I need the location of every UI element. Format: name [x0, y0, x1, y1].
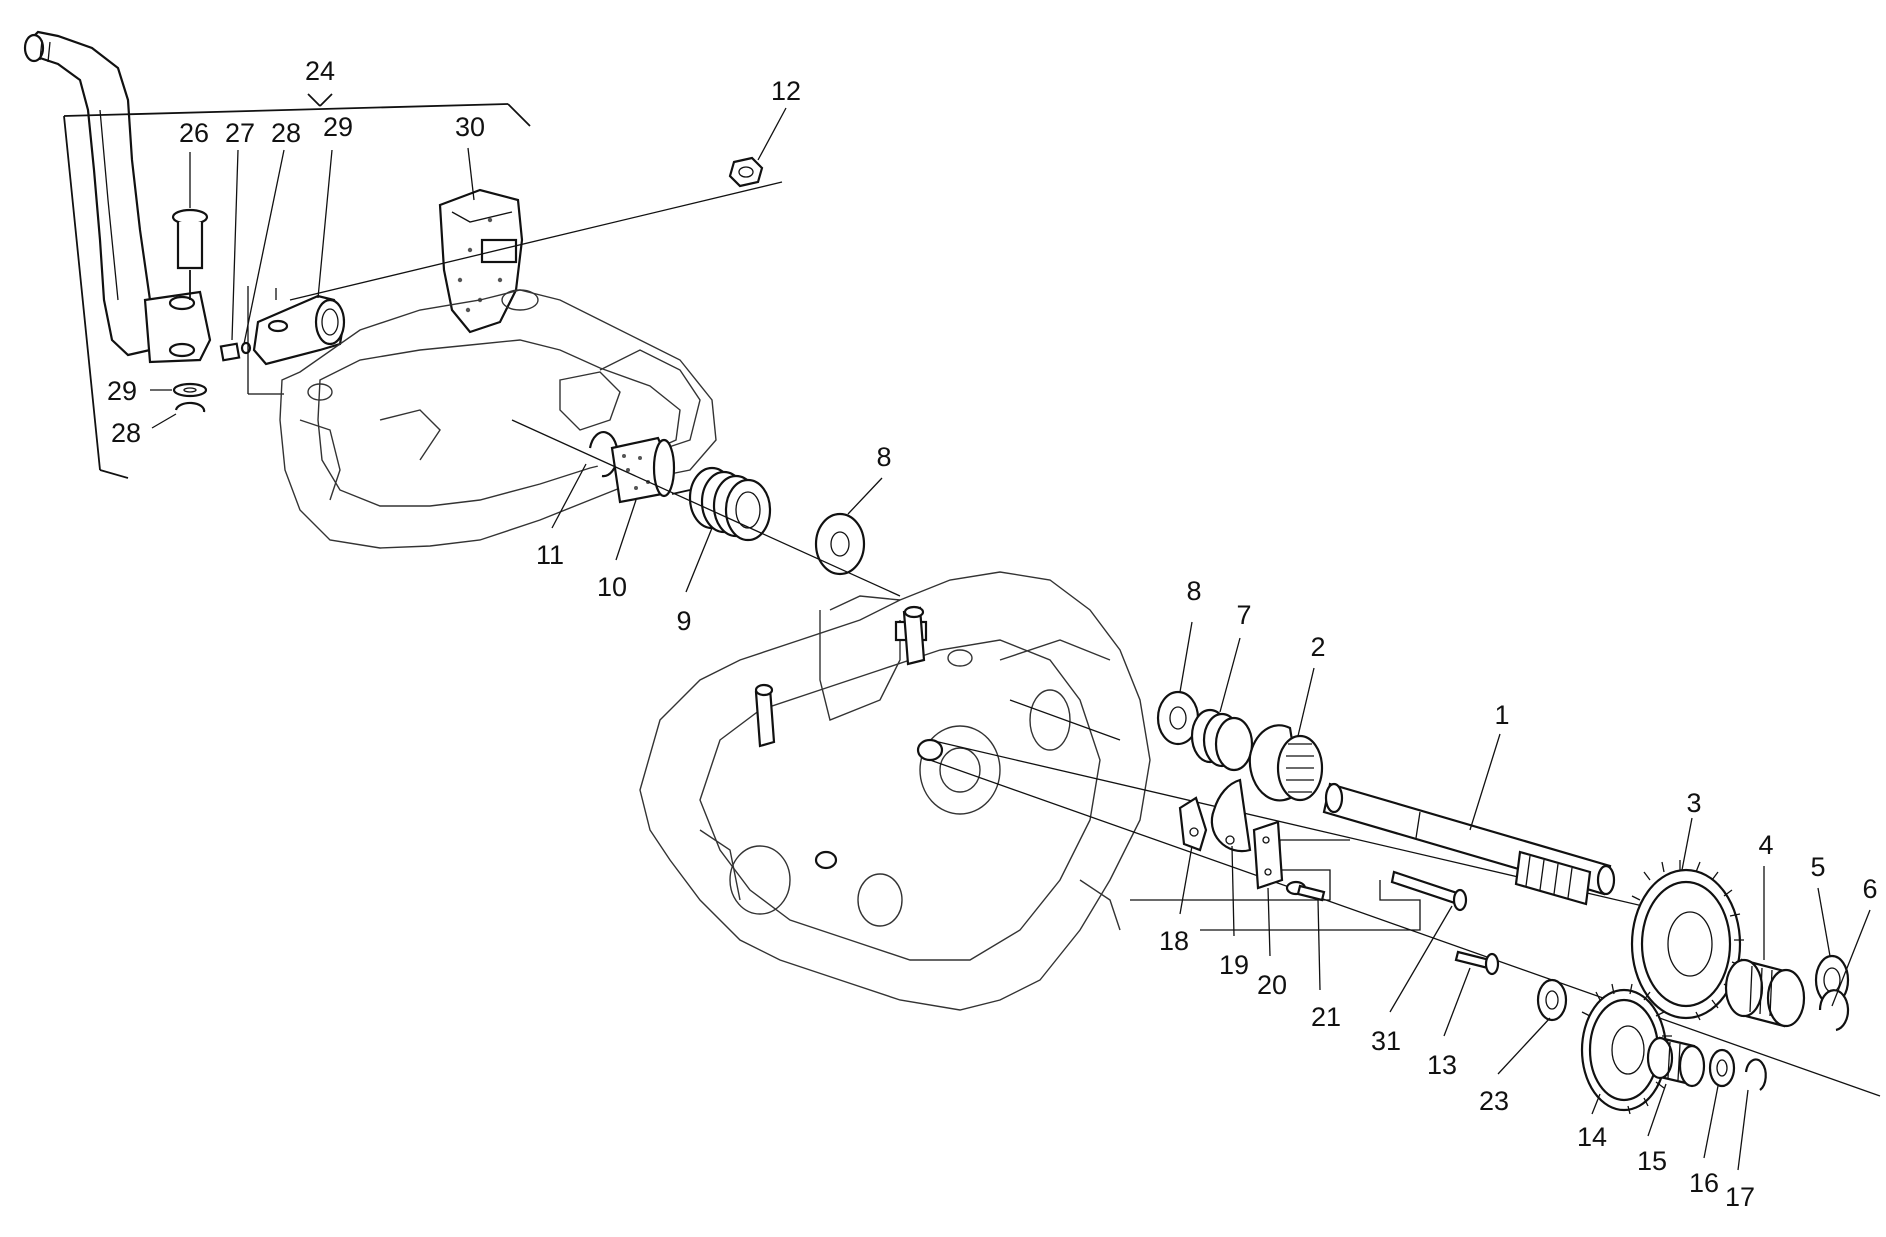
callout-8-upper: 8	[876, 442, 891, 472]
bolt-21	[1285, 880, 1326, 902]
gear-14	[1580, 983, 1673, 1115]
right-crankcase	[639, 571, 1151, 1011]
callout-20: 20	[1257, 970, 1287, 1000]
callout-5: 5	[1810, 852, 1825, 882]
axis-line-spring	[511, 419, 901, 597]
spring-7	[1190, 708, 1254, 772]
leader-lines	[150, 107, 1871, 1171]
circlip-17	[1744, 1058, 1767, 1091]
kick-lever	[23, 30, 212, 364]
callout-27: 26	[179, 118, 209, 148]
callout-30: 30	[455, 112, 485, 142]
needle-bearing-15	[1646, 1036, 1706, 1088]
washer-16	[1708, 1048, 1736, 1088]
callout-labels: 24 26 27 28 29 30 12 29 28 11 10 9 8 8 7…	[107, 56, 1878, 1212]
short-bolt-13	[1454, 950, 1500, 976]
axis-line-upper	[289, 181, 783, 301]
callout-12: 12	[771, 76, 801, 106]
plate-19	[1210, 778, 1252, 853]
callout-26: 27	[225, 118, 255, 148]
axis-line-shaft	[1009, 699, 1121, 741]
return-spring-9	[671, 466, 772, 542]
bracket-20	[1252, 820, 1284, 890]
callout-4: 4	[1758, 830, 1773, 860]
splined-hub	[247, 286, 346, 395]
circlip-6	[1818, 989, 1850, 1032]
callout-31: 31	[1371, 1026, 1401, 1056]
callout-23: 23	[1479, 1086, 1509, 1116]
callout-29: 29	[107, 376, 137, 406]
rubber-cover	[438, 188, 524, 334]
callout-13: 13	[1427, 1050, 1457, 1080]
callout-15: 15	[1637, 1146, 1667, 1176]
callout-3: 3	[1686, 788, 1701, 818]
ratchet-gear-2	[1248, 724, 1324, 802]
pawl-18	[1178, 796, 1208, 852]
washer-and-clip	[172, 382, 208, 413]
flange-nut	[728, 156, 764, 188]
callout-11: 11	[536, 540, 564, 570]
callout-9: 9	[676, 606, 691, 636]
callout-10: 10	[597, 572, 627, 602]
pivot-pin	[171, 208, 209, 300]
callout-14: 14	[1577, 1122, 1607, 1152]
group-bracket-22	[63, 93, 531, 479]
callout-22: 24	[305, 56, 335, 86]
zigzag-line-lower	[1200, 880, 1421, 931]
callout-7: 7	[1236, 600, 1251, 630]
gear-3	[1630, 860, 1744, 1021]
callout-18: 18	[1159, 926, 1189, 956]
callout-1: 1	[1494, 700, 1509, 730]
kickstart-shaft-1	[1322, 782, 1616, 906]
callout-16: 16	[1689, 1168, 1719, 1198]
callout-28: 28	[111, 418, 141, 448]
callout-17: 17	[1725, 1182, 1755, 1212]
bearing-4	[1724, 958, 1806, 1028]
zigzag-line-upper	[1130, 839, 1350, 901]
left-crankcase	[279, 289, 717, 549]
callout-6: 6	[1862, 874, 1877, 904]
callout-2: 2	[1310, 632, 1325, 662]
washer-23	[1536, 978, 1568, 1022]
set-screw	[219, 341, 252, 362]
callout-8-lower: 8	[1186, 576, 1201, 606]
axis-line-lower	[929, 759, 1881, 1097]
callout-25: 28	[271, 118, 301, 148]
washer-8-upper	[814, 512, 866, 576]
callout-24: 29	[323, 112, 353, 142]
callout-21: 21	[1311, 1002, 1341, 1032]
callout-19: 19	[1219, 950, 1249, 980]
long-bolt-31	[1390, 870, 1468, 912]
